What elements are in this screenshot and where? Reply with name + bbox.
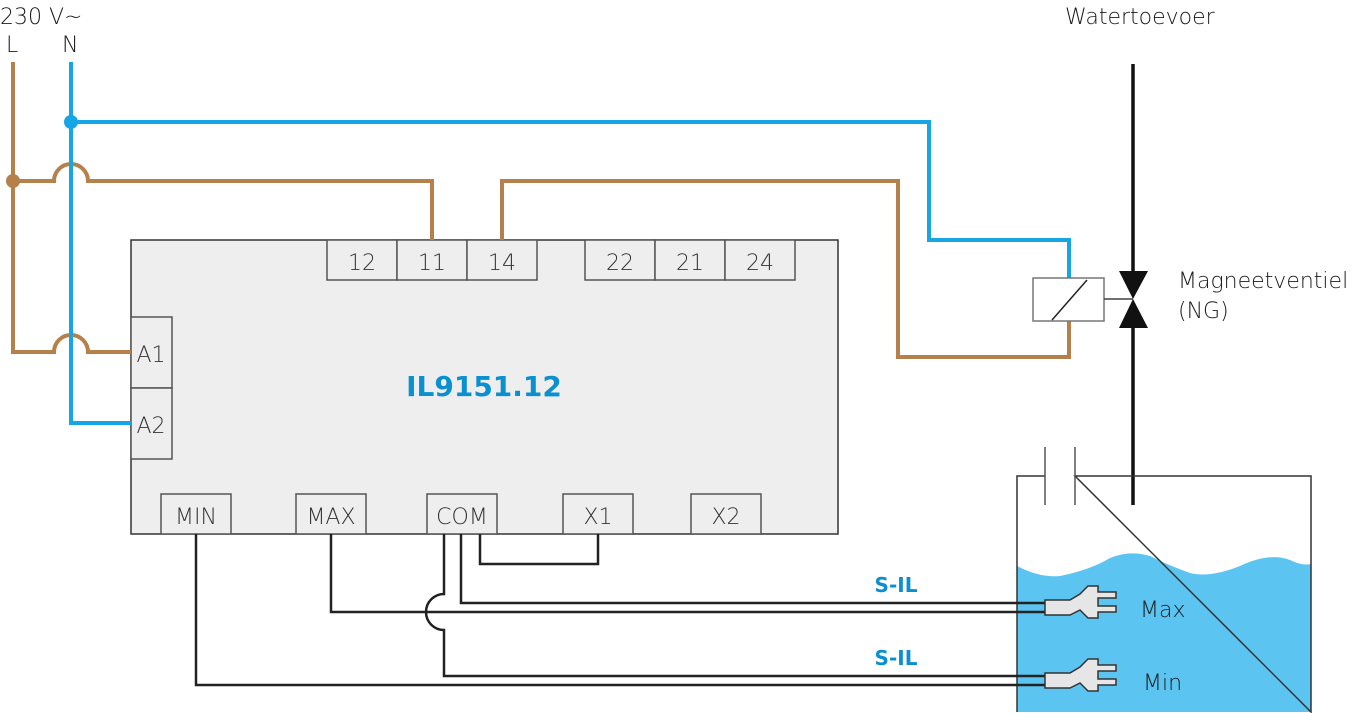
terminal-21	[654, 239, 726, 281]
neutral-junction-dot	[64, 115, 78, 129]
terminal-max-label: MAX	[306, 505, 355, 530]
line-wire-11	[13, 162, 434, 240]
neutral-wires	[64, 62, 1071, 425]
cable-label-lower: S-IL	[875, 646, 918, 670]
relay-body	[130, 239, 839, 535]
valve-name-label: Magneetventiel	[1178, 269, 1348, 294]
terminal-com-label: COM	[436, 505, 488, 530]
terminal-14-label: 14	[488, 251, 516, 276]
line-wire-14-valve	[500, 179, 1071, 359]
terminal-22-label: 22	[606, 251, 634, 276]
probe-max-plug-icon	[1044, 585, 1117, 619]
cable-label-upper: S-IL	[875, 573, 918, 597]
com-x1-bridge	[478, 534, 600, 566]
terminal-min-label: MIN	[175, 505, 217, 530]
terminal-com	[426, 493, 498, 535]
line-label: L	[6, 33, 18, 58]
terminal-a2	[130, 387, 173, 460]
terminal-x2	[690, 493, 762, 535]
terminal-11-label: 11	[418, 251, 446, 276]
valve-type-label: (NG)	[1178, 299, 1229, 324]
solenoid-coil-slash	[1051, 279, 1088, 321]
neutral-wire-a2	[69, 62, 131, 425]
probe-max	[1044, 585, 1117, 619]
tank-outline	[1016, 475, 1312, 713]
terminal-x2-label: X2	[711, 505, 740, 530]
terminal-22	[584, 239, 656, 281]
relay-model-label: IL9151.12	[406, 370, 562, 403]
probe-max-label: Max	[1140, 598, 1185, 623]
neutral-label: N	[62, 33, 78, 58]
terminal-x1	[562, 493, 634, 535]
terminal-24	[724, 239, 796, 281]
com-to-min-probe	[424, 534, 1045, 678]
terminal-max	[295, 493, 367, 535]
sensor-terminals: MIN MAX COM X1 X2	[160, 493, 762, 535]
terminal-min	[160, 493, 232, 535]
probe-min-plug-icon	[1044, 658, 1117, 692]
neutral-wire-valve	[71, 120, 1071, 278]
terminal-x1-label: X1	[583, 505, 612, 530]
probe-min	[1044, 658, 1117, 692]
solenoid-coil	[1032, 277, 1105, 322]
terminal-24-label: 24	[746, 251, 774, 276]
sensor-wires	[194, 534, 1045, 687]
terminal-14	[466, 239, 538, 281]
valve-triangle-bottom	[1119, 299, 1148, 328]
terminal-a1-label: A1	[136, 343, 165, 368]
line-junction-dot	[6, 174, 20, 188]
terminal-12	[326, 239, 398, 281]
water-supply-label: Watertoevoer	[1065, 5, 1216, 30]
terminal-a2-label: A2	[136, 414, 165, 439]
supply-voltage-label: 230 V~	[0, 5, 82, 30]
terminal-12-label: 12	[348, 251, 376, 276]
terminal-21-label: 21	[676, 251, 704, 276]
terminal-a1	[130, 316, 173, 389]
max-wire	[329, 534, 1045, 614]
min-wire	[194, 534, 1045, 687]
coil-terminals: A1 A2	[130, 316, 173, 460]
probe-min-label: Min	[1143, 671, 1182, 696]
valve-triangle-top	[1119, 271, 1148, 299]
com-to-max-probe	[459, 534, 1045, 605]
solenoid-valve	[1032, 271, 1148, 328]
